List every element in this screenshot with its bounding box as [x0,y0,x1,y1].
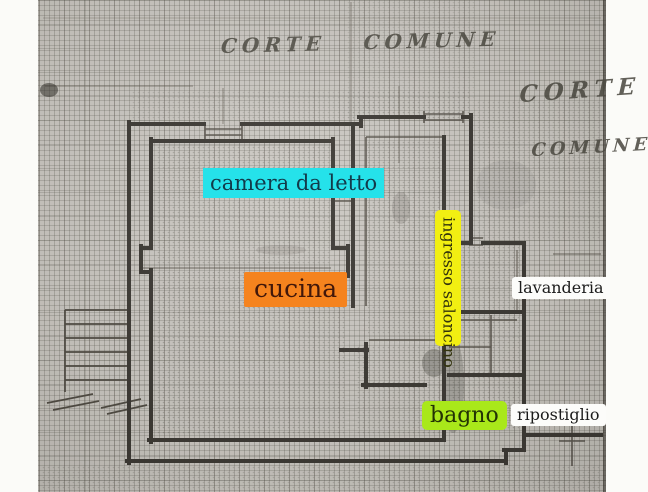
room-label-camera-da-letto: camera da letto [203,168,385,199]
room-label-ingresso-saloncino: ingresso saloncino [435,210,462,368]
pencil-smudges [40,83,536,433]
room-label-lavanderia: lavanderia [512,277,610,300]
room-label-bagno: bagno [422,401,507,431]
pencil-grid-lines [43,0,601,492]
room-label-cucina: cucina [244,272,348,307]
staircase [46,309,148,415]
graph-paper: CORTE COMUNE CORTE COMUNE camera da lett… [38,0,648,492]
room-label-ripostiglio: ripostiglio [511,404,606,427]
